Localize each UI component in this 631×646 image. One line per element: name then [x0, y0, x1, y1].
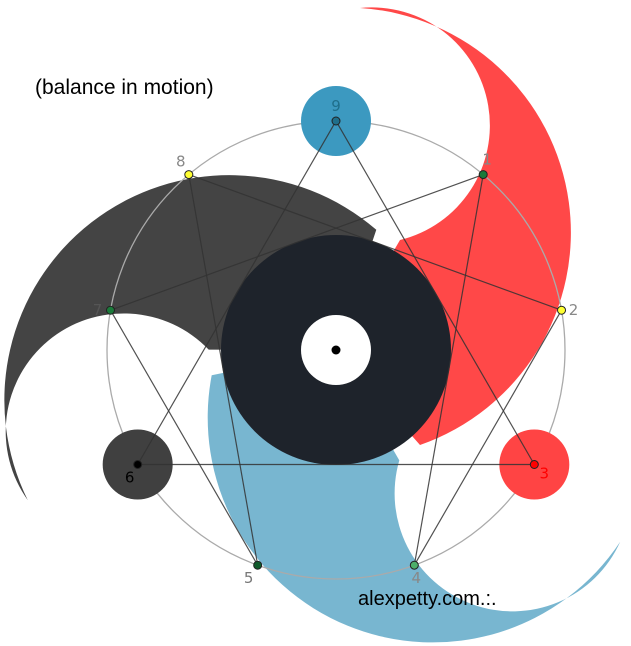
point-label-2: 2 — [569, 301, 579, 319]
point-label-1: 1 — [482, 151, 492, 169]
point-label-6: 6 — [125, 469, 135, 487]
point-3 — [529, 460, 539, 469]
line-8-5 — [188, 174, 259, 566]
point-label-4: 4 — [412, 569, 422, 587]
credit-link[interactable]: alexpetty.com.:. — [358, 588, 497, 610]
point-markers: 9 1 2 3 4 5 6 7 8 — [93, 97, 579, 587]
point-6 — [133, 460, 143, 469]
point-label-7: 7 — [93, 301, 103, 319]
point-1 — [478, 170, 488, 180]
point-label-5: 5 — [244, 569, 254, 587]
point-9 — [331, 116, 341, 126]
point-7 — [105, 305, 115, 315]
line-5-7 — [109, 309, 259, 566]
point-2 — [557, 305, 567, 315]
line-9-3 — [335, 120, 535, 465]
line-7-1 — [110, 174, 484, 311]
line-6-9 — [137, 120, 337, 465]
line-1-4 — [413, 174, 484, 566]
center-dot — [331, 345, 341, 355]
connection-lines — [109, 120, 563, 566]
point-label-8: 8 — [176, 153, 186, 171]
point-4 — [409, 560, 419, 570]
point-label-9: 9 — [331, 97, 341, 115]
point-8 — [184, 170, 194, 180]
diagram-title: (balance in motion) — [35, 76, 214, 99]
line-2-8 — [188, 174, 562, 311]
point-5 — [253, 560, 263, 570]
line-4-2 — [413, 309, 563, 566]
point-label-3: 3 — [540, 465, 550, 483]
